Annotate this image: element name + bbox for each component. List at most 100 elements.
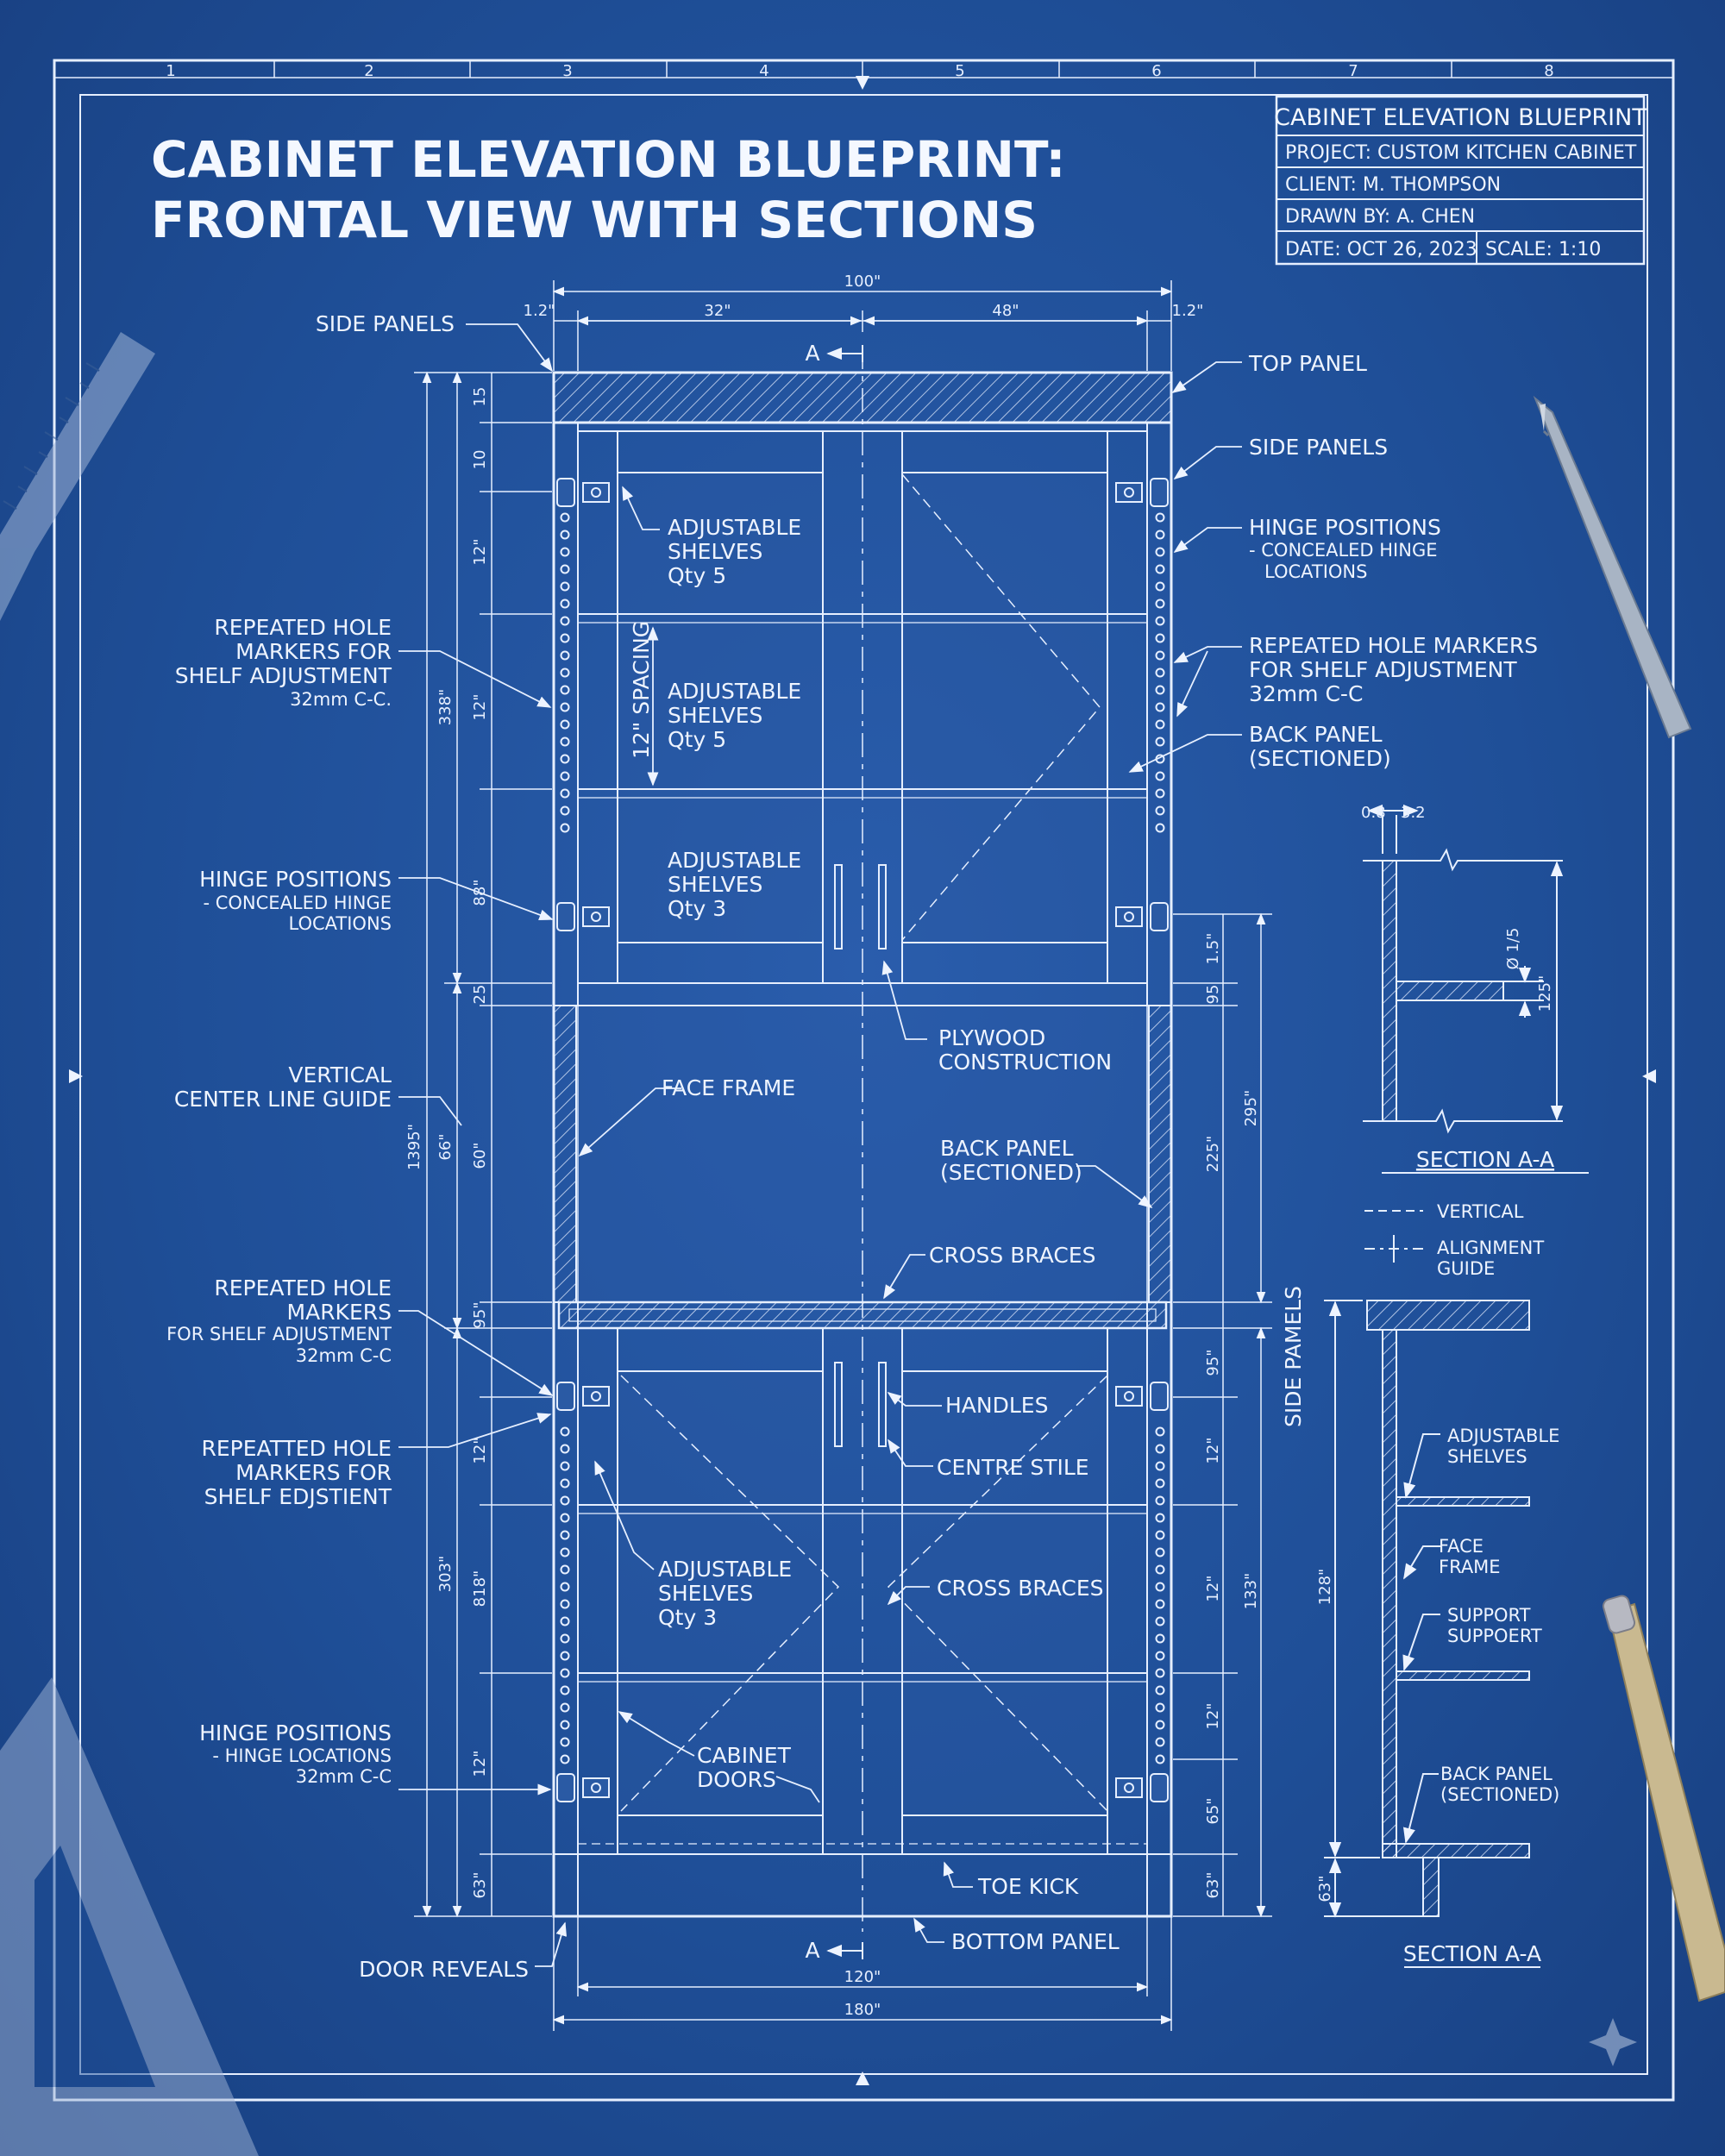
- shelf-hole: [1155, 1513, 1165, 1523]
- grid-number: 1: [166, 62, 175, 80]
- section-a-a-label-1: SECTION A-A: [1416, 1147, 1554, 1172]
- shelf-hole: [560, 719, 570, 730]
- sparkle-icon: [1589, 2018, 1637, 2066]
- callout-centerline: CENTER LINE GUIDE: [174, 1087, 392, 1112]
- callout-side-panels-left: SIDE PANELS: [316, 311, 455, 336]
- shelf-hole: [560, 788, 570, 799]
- callout-spacing: 12" SPACING: [629, 621, 654, 759]
- section-detail-1: [1363, 804, 1564, 1134]
- shelf-hole: [1155, 736, 1165, 747]
- callout-cabinet-doors: CABINET: [697, 1743, 792, 1768]
- shelf-hole: [560, 616, 570, 626]
- grid-number: 2: [364, 62, 373, 80]
- shelf-hole: [1155, 564, 1165, 574]
- right-callouts: TOP PANEL SIDE PANELS HINGE POSITIONS - …: [1248, 351, 1538, 771]
- shelf-hole: [560, 823, 570, 833]
- dim-right-seg: 63": [1204, 1871, 1222, 1898]
- dim-left-seg: 10: [471, 450, 489, 470]
- callout-bottom-panel: BOTTOM PANEL: [951, 1929, 1120, 1954]
- shelf-hole: [1155, 1530, 1165, 1540]
- shelf-hole: [1155, 702, 1165, 712]
- dim-right-mid: 295": [1242, 1090, 1260, 1127]
- dim-right-seg: 95: [1204, 985, 1222, 1005]
- shelf-hole: [1155, 1685, 1165, 1695]
- shelf-hole: [1155, 1668, 1165, 1678]
- title-block: CABINET ELEVATION BLUEPRINT PROJECT: CUS…: [1274, 95, 1647, 266]
- shelf-hole: [1155, 616, 1165, 626]
- dim-left-seg: 12": [471, 538, 489, 565]
- shelf-hole: [560, 581, 570, 592]
- callout-shelves-1: ADJUSTABLE: [668, 515, 801, 540]
- leader-lines: [398, 323, 1242, 1967]
- callout-hinge-right: - CONCEALED HINGE: [1249, 540, 1438, 561]
- left-dimension-labels: 1395" 338" 66" 303" 15 10 12" 12" 88" 25…: [405, 387, 489, 1899]
- title-block-project: PROJECT: CUSTOM KITCHEN CABINET: [1285, 142, 1637, 164]
- callout-back-panel-right: BACK PANEL: [1249, 722, 1383, 747]
- callout-holes-right: FOR SHELF ADJUSTMENT: [1249, 657, 1517, 682]
- shelf-hole: [1155, 512, 1165, 523]
- dim-left-seg: 63": [471, 1871, 489, 1898]
- shelf-hole: [560, 1513, 570, 1523]
- dim-right-seg: 225": [1204, 1136, 1222, 1173]
- cabinet-elevation: [552, 345, 1173, 1932]
- title-line-1: CABINET ELEVATION BLUEPRINT:: [151, 130, 1066, 189]
- shelf-hole: [560, 530, 570, 540]
- section2-bottom: 63": [1316, 1875, 1334, 1902]
- shelf-hole: [1155, 1720, 1165, 1730]
- dim-top-overall: 100": [844, 273, 881, 291]
- shelf-hole: [1155, 1651, 1165, 1661]
- shelf-hole: [1155, 1616, 1165, 1626]
- callout-holes-left-1: MARKERS FOR: [235, 639, 392, 664]
- section2-face-frame: FACE: [1439, 1536, 1484, 1557]
- callout-cross-braces-mid: CROSS BRACES: [929, 1243, 1095, 1268]
- callout-holes-right: 32mm C-C: [1249, 681, 1363, 706]
- pencil-icon: [1602, 1595, 1725, 2002]
- shelf-hole: [560, 1530, 570, 1540]
- callout-holes-left-2: 32mm C-C: [296, 1345, 392, 1366]
- dim-left-mid: 303": [436, 1556, 455, 1593]
- shelf-hole: [1155, 1478, 1165, 1489]
- shelf-hole: [1155, 650, 1165, 661]
- callout-toe-kick: TOE KICK: [977, 1874, 1079, 1899]
- callout-cabinet-doors: DOORS: [697, 1767, 776, 1792]
- dim-left-seg: 12": [471, 693, 489, 720]
- interior-callouts: ADJUSTABLE SHELVES Qty 5 ADJUSTABLE SHEL…: [629, 515, 1306, 1954]
- dim-left-seg: 12": [471, 1750, 489, 1777]
- dim-right-seg: 1.5": [1204, 933, 1222, 965]
- section-legend: [1364, 1210, 1423, 1263]
- grid-number: 5: [955, 62, 964, 80]
- callout-plywood: CONSTRUCTION: [938, 1050, 1112, 1075]
- hinge-icon: [556, 1382, 610, 1411]
- callout-back-panel-mid: (SECTIONED): [940, 1160, 1082, 1185]
- shelf-hole: [560, 1444, 570, 1454]
- hinge-icon: [556, 1773, 610, 1802]
- dim-bottom-inner: 120": [844, 1968, 881, 1986]
- shelf-hole: [1155, 581, 1165, 592]
- callout-centerline: VERTICAL: [288, 1062, 392, 1087]
- dim-right-seg: 95": [1204, 1349, 1222, 1376]
- shelf-hole: [560, 754, 570, 764]
- grid-number: 3: [562, 62, 572, 80]
- dim-left-seg: 12": [471, 1437, 489, 1463]
- callout-shelves-4: ADJUSTABLE: [658, 1557, 792, 1582]
- shelf-hole: [560, 1720, 570, 1730]
- shelf-hole: [560, 1616, 570, 1626]
- shelf-hole: [560, 633, 570, 643]
- callout-hinge-left-2: 32mm C-C: [296, 1766, 392, 1787]
- shelf-hole: [1155, 1461, 1165, 1471]
- hinge-icon: [556, 478, 610, 507]
- shelf-hole: [560, 1754, 570, 1764]
- shelf-hole: [1155, 805, 1165, 816]
- grid-numbers: 1 2 3 4 5 6 7 8: [166, 62, 1553, 80]
- title-block-drawn-by: DRAWN BY: A. CHEN: [1285, 206, 1475, 228]
- shelf-hole: [1155, 1426, 1165, 1437]
- callout-holes-left-3: SHELF EDJSTIENT: [204, 1484, 392, 1509]
- dim-top-right-side: 1.2": [1172, 302, 1204, 320]
- shelf-hole: [1155, 1444, 1165, 1454]
- callout-face-frame: FACE FRAME: [662, 1075, 795, 1100]
- section2-adjustable: SHELVES: [1447, 1446, 1527, 1467]
- shelf-hole: [1155, 667, 1165, 678]
- shelf-hole: [560, 1426, 570, 1437]
